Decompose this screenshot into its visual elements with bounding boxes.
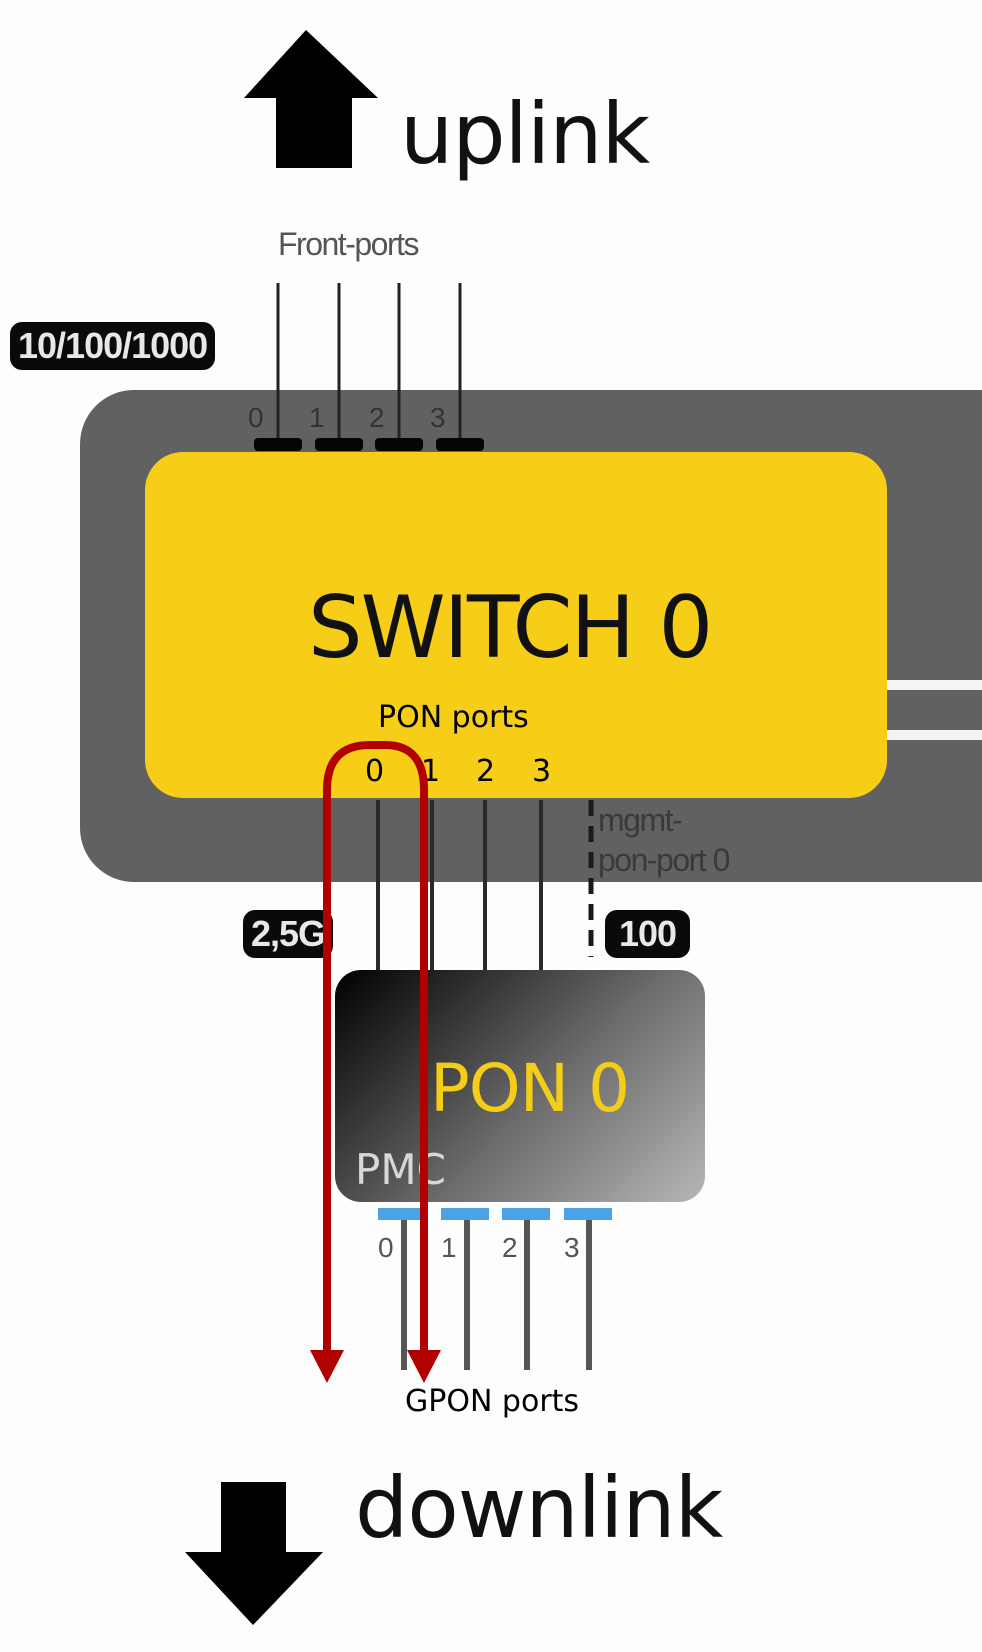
pon-port-number-1: 1 <box>421 754 441 789</box>
pon-block-title: PON 0 <box>430 1050 630 1127</box>
gpon-port-number-0: 0 <box>378 1232 394 1263</box>
gpon-port-number-3: 3 <box>564 1232 580 1263</box>
front-speed-badge: 10/100/1000 <box>10 322 216 370</box>
front-port-number-3: 3 <box>430 402 446 433</box>
gpon-port-number-1: 1 <box>441 1232 457 1263</box>
pon-port-number-2: 2 <box>476 754 496 789</box>
pon-port-number-0: 0 <box>365 754 385 789</box>
front-port-number-1: 1 <box>309 402 325 433</box>
mgmt-pon-port-label: mgmt- pon-port 0 <box>598 800 730 880</box>
pon-port-number-3: 3 <box>532 754 552 789</box>
mgmt-pon-port-label-line1: mgmt- <box>598 802 683 838</box>
front-ports-label: Front-ports <box>278 226 419 262</box>
downlink-label: downlink <box>355 1459 723 1557</box>
pon-ports-label: PON ports <box>378 700 529 735</box>
switch-0-block <box>145 452 887 798</box>
gpon-ports-label: GPON ports <box>405 1384 580 1419</box>
front-port-number-2: 2 <box>369 402 385 433</box>
front-port-number-0: 0 <box>248 402 264 433</box>
gpon-port-number-2: 2 <box>502 1232 518 1263</box>
pon-block-vendor: PMC <box>355 1145 446 1194</box>
mgmt-speed-badge: 100 <box>605 910 691 958</box>
uplink-label: uplink <box>400 85 650 183</box>
mgmt-pon-port-label-line2: pon-port 0 <box>598 842 730 878</box>
pon-speed-badge: 2,5G <box>243 910 334 958</box>
uplink-arrow-icon <box>244 30 378 168</box>
switch-title: SWITCH 0 <box>308 578 713 678</box>
